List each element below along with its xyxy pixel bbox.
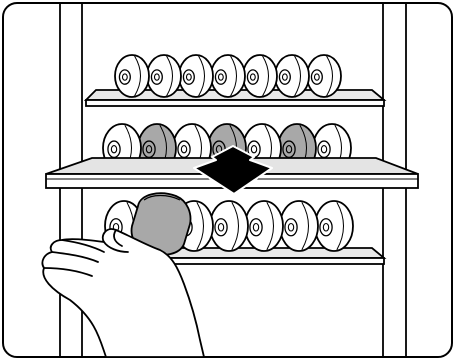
upper-bottle xyxy=(211,55,245,97)
lower-bottle xyxy=(245,201,283,251)
upper-bottle xyxy=(115,55,149,97)
upper-bottle xyxy=(243,55,277,97)
lower-bottle xyxy=(280,201,318,251)
upper-bottle xyxy=(275,55,309,97)
upper-bottle xyxy=(179,55,213,97)
upper-bottle xyxy=(147,55,181,97)
lower-bottle xyxy=(315,201,353,251)
lower-bottle xyxy=(210,201,248,251)
upper-bottle xyxy=(307,55,341,97)
